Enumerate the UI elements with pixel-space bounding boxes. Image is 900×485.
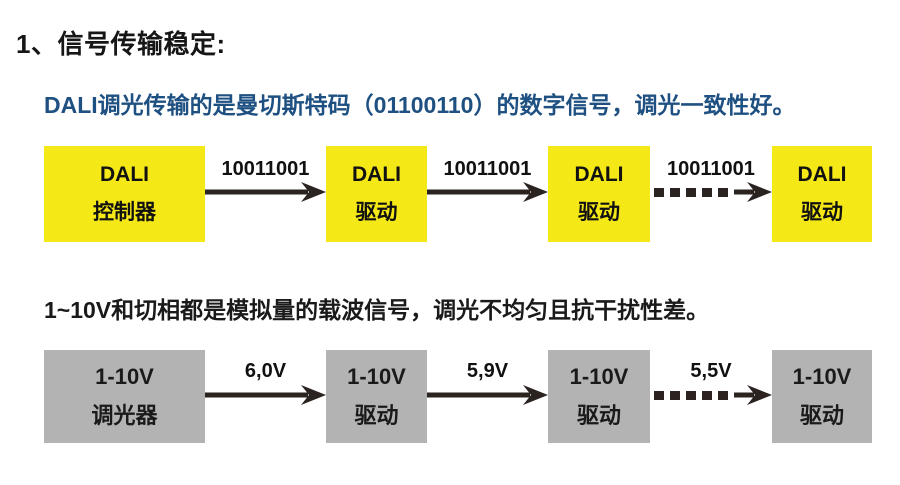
dali-node-2-line1: DALI [352, 163, 401, 187]
analog-node-4-line2: 驱动 [799, 403, 844, 428]
analog-node-3-line1: 1-10V [569, 364, 629, 390]
dali-node-2-line2: 驱动 [355, 200, 398, 224]
dali-node-4-line1: DALI [797, 163, 847, 187]
analog-arrow-3 [650, 381, 772, 425]
dali-node-4: DALI 驱动 [772, 146, 872, 242]
analog-node-4-line1: 1-10V [792, 364, 852, 390]
page-title: 1、信号传输稳定: [16, 29, 226, 59]
analog-subtitle: 1~10V和切相都是模拟量的载波信号，调光不均匀且抗干扰性差。 [44, 297, 710, 323]
dali-arrow-1-label: 10011001 [221, 158, 310, 180]
analog-node-3: 1-10V 驱动 [548, 350, 650, 443]
dali-arrow-3-label: 10011001 [667, 158, 755, 180]
dali-node-3-line1: DALI [574, 163, 624, 187]
dali-node-1-line2: 控制器 [93, 200, 156, 224]
dali-node-4-line2: 驱动 [801, 200, 843, 224]
analog-arrow-1-label: 6,0V [244, 360, 287, 382]
dali-node-1: DALI 控制器 [44, 146, 205, 242]
analog-node-3-line2: 驱动 [576, 403, 621, 428]
dali-arrow-2 [427, 178, 548, 222]
analog-node-1-line2: 调光器 [91, 403, 158, 428]
analog-node-4: 1-10V 驱动 [772, 350, 872, 443]
analog-arrow-2-label: 5,9V [466, 360, 509, 382]
analog-arrow-2 [427, 381, 548, 425]
analog-node-2-line2: 驱动 [354, 403, 399, 428]
analog-node-2: 1-10V 驱动 [326, 350, 427, 443]
analog-node-2-line1: 1-10V [347, 364, 406, 390]
analog-arrow-3-label: 5,5V [690, 360, 732, 382]
dali-node-1-line1: DALI [100, 163, 149, 187]
dali-arrow-1 [205, 178, 326, 222]
dali-node-2: DALI 驱动 [326, 146, 427, 242]
analog-arrow-1 [205, 381, 326, 425]
dali-node-3-line2: 驱动 [578, 200, 620, 224]
analog-node-1-line1: 1-10V [95, 364, 154, 390]
dali-node-3: DALI 驱动 [548, 146, 650, 242]
dali-arrow-3 [650, 178, 772, 222]
analog-node-1: 1-10V 调光器 [44, 350, 205, 443]
dali-arrow-2-label: 10011001 [443, 158, 532, 180]
dali-subtitle: DALI调光传输的是曼切斯特码（01100110）的数字信号，调光一致性好。 [44, 92, 796, 118]
